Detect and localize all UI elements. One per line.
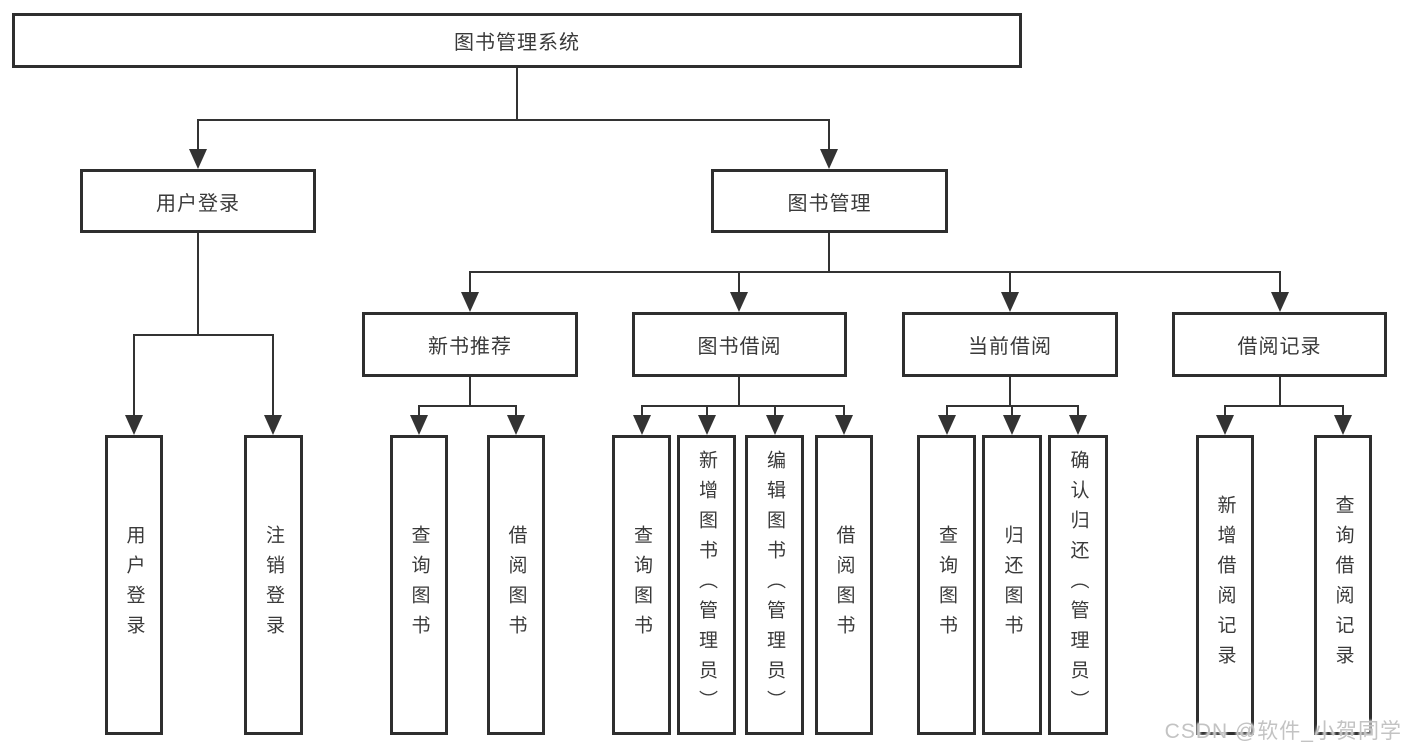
leaf-label: 新增图书（管理员）: [696, 450, 717, 720]
connector-stub: [272, 334, 274, 417]
connector-stub: [515, 405, 517, 417]
leaf-label: 用户登录: [123, 525, 145, 645]
connector-hline: [1224, 405, 1344, 407]
connector-vline: [738, 377, 740, 407]
connector-stub: [843, 405, 845, 417]
leaf-query-books-current: 查询图书: [917, 435, 976, 735]
arrowhead-down-icon: [264, 415, 282, 435]
connector-stub: [469, 271, 471, 294]
arrowhead-down-icon: [633, 415, 651, 435]
connector-userlogin-vline: [197, 233, 199, 336]
connector-hline: [641, 405, 845, 407]
connector-bookmgmt-vline: [828, 233, 830, 273]
arrowhead-down-icon: [820, 149, 838, 169]
leaf-label: 借阅图书: [833, 525, 855, 645]
arrowhead-down-icon: [766, 415, 784, 435]
connector-stub: [1011, 405, 1013, 417]
node-new-book-recommendation: 新书推荐: [362, 312, 578, 377]
node-library-management-system: 图书管理系统: [12, 13, 1022, 68]
node-current-borrowing: 当前借阅: [902, 312, 1118, 377]
node-label: 图书管理系统: [454, 32, 580, 54]
node-label: 当前借阅: [968, 336, 1052, 358]
connector-bookmgmt-hline: [469, 271, 1281, 273]
connector-vline: [469, 377, 471, 407]
connector-stub: [1224, 405, 1226, 417]
leaf-borrow-books-recommend: 借阅图书: [487, 435, 545, 735]
connector-stub: [706, 405, 708, 417]
arrowhead-down-icon: [938, 415, 956, 435]
leaf-return-books: 归还图书: [982, 435, 1042, 735]
node-label: 用户登录: [156, 192, 240, 215]
node-label: 图书借阅: [697, 336, 782, 358]
leaf-user-login: 用户登录: [105, 435, 163, 735]
node-book-management: 图书管理: [711, 169, 948, 233]
connector-root-vline: [516, 68, 518, 121]
node-label: 图书管理: [787, 192, 872, 215]
connector-root-hline: [197, 119, 830, 121]
connector-userlogin-hline: [133, 334, 274, 336]
arrowhead-down-icon: [125, 415, 143, 435]
leaf-label: 借阅图书: [505, 525, 527, 645]
leaf-label: 注销登录: [263, 525, 284, 645]
leaf-edit-books-admin: 编辑图书（管理员）: [745, 435, 804, 735]
arrowhead-down-icon: [189, 149, 207, 169]
connector-hline: [418, 405, 517, 407]
leaf-logout: 注销登录: [244, 435, 303, 735]
leaf-add-books-admin: 新增图书（管理员）: [677, 435, 736, 735]
arrowhead-down-icon: [507, 415, 525, 435]
connector-stub: [1279, 271, 1281, 294]
leaf-label: 编辑图书（管理员）: [764, 450, 785, 720]
arrowhead-down-icon: [1069, 415, 1087, 435]
arrowhead-down-icon: [698, 415, 716, 435]
connector-vline: [1279, 377, 1281, 407]
watermark-text: CSDN @软件_小贺同学: [1164, 720, 1402, 743]
connector-stub: [738, 271, 740, 294]
node-book-borrowing: 图书借阅: [632, 312, 847, 377]
leaf-query-books-recommend: 查询图书: [390, 435, 448, 735]
arrowhead-down-icon: [1001, 292, 1019, 312]
arrowhead-down-icon: [835, 415, 853, 435]
connector-stub: [828, 119, 830, 153]
leaf-label: 查询图书: [631, 525, 652, 645]
connector-stub: [1342, 405, 1344, 417]
node-user-login: 用户登录: [80, 169, 316, 233]
leaf-confirm-return-admin: 确认归还（管理员）: [1048, 435, 1108, 735]
leaf-label: 查询图书: [936, 525, 957, 645]
connector-vline: [1009, 377, 1011, 407]
connector-stub: [946, 405, 948, 417]
arrowhead-down-icon: [1271, 292, 1289, 312]
arrowhead-down-icon: [1334, 415, 1352, 435]
connector-stub: [197, 119, 199, 153]
leaf-add-borrow-record: 新增借阅记录: [1196, 435, 1254, 735]
connector-stub: [641, 405, 643, 417]
leaf-query-books-borrowing: 查询图书: [612, 435, 671, 735]
arrowhead-down-icon: [461, 292, 479, 312]
leaf-label: 查询借阅记录: [1332, 495, 1354, 675]
node-borrowing-records: 借阅记录: [1172, 312, 1387, 377]
arrowhead-down-icon: [1216, 415, 1234, 435]
arrowhead-down-icon: [730, 292, 748, 312]
node-label: 借阅记录: [1237, 336, 1322, 358]
connector-stub: [774, 405, 776, 417]
leaf-label: 查询图书: [408, 525, 430, 645]
leaf-query-borrow-record: 查询借阅记录: [1314, 435, 1372, 735]
leaf-label: 新增借阅记录: [1214, 495, 1236, 675]
arrowhead-down-icon: [1003, 415, 1021, 435]
leaf-label: 确认归还（管理员）: [1067, 450, 1089, 720]
arrowhead-down-icon: [410, 415, 428, 435]
connector-stub: [418, 405, 420, 417]
leaf-borrow-books-borrowing: 借阅图书: [815, 435, 873, 735]
connector-stub: [1077, 405, 1079, 417]
connector-stub: [1009, 271, 1011, 294]
connector-stub: [133, 334, 135, 417]
node-label: 新书推荐: [428, 336, 512, 358]
leaf-label: 归还图书: [1001, 525, 1023, 645]
